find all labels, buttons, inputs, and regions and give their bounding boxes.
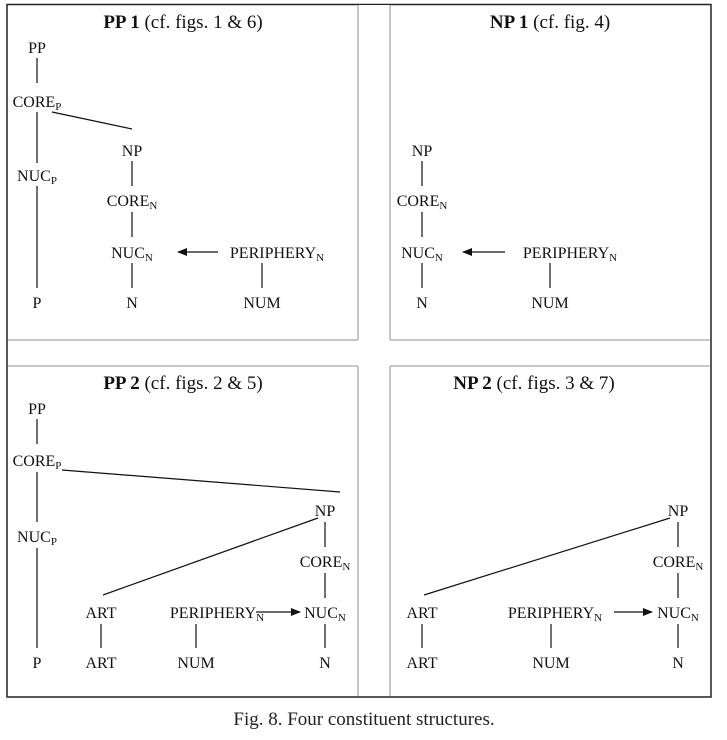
node-core-n: COREN	[397, 193, 448, 212]
node-core-p: COREP	[13, 94, 62, 113]
node-pp: PP	[28, 401, 46, 418]
panel-pp2: PP 2 (cf. figs. 2 & 5) PP COREP NUCP P N…	[13, 373, 351, 672]
node-art: ART	[85, 605, 116, 622]
leaf-n: N	[319, 655, 331, 672]
leaf-n: N	[126, 295, 138, 312]
node-core-n: COREN	[107, 193, 158, 212]
panel-np2: NP 2 (cf. figs. 3 & 7) NP COREN NUCN N A…	[406, 373, 703, 672]
leaf-p: P	[33, 655, 42, 672]
leaf-num: NUM	[177, 655, 214, 672]
panel-title: NP 1 (cf. fig. 4)	[490, 12, 610, 33]
leaf-art: ART	[406, 655, 437, 672]
leaf-p: P	[33, 295, 42, 312]
node-pp: PP	[28, 40, 46, 57]
leaf-num: NUM	[531, 295, 568, 312]
leaf-n: N	[672, 655, 684, 672]
node-periphery-n: PERIPHERYN	[508, 605, 602, 624]
leaf-num: NUM	[532, 655, 569, 672]
node-nuc-n: NUCN	[111, 245, 153, 264]
panel-title: NP 2 (cf. figs. 3 & 7)	[453, 373, 614, 394]
figure-caption: Fig. 8. Four constituent structures.	[233, 709, 494, 730]
node-core-n: COREN	[300, 554, 351, 573]
leaf-n: N	[416, 295, 428, 312]
panel-pp1: PP 1 (cf. figs. 1 & 6) PP COREP NUCP P N…	[13, 12, 325, 312]
node-periphery-n: PERIPHERYN	[523, 245, 617, 264]
leaf-num: NUM	[243, 295, 280, 312]
panel-title: PP 2 (cf. figs. 2 & 5)	[103, 373, 262, 394]
node-np: NP	[122, 143, 143, 160]
node-core-n: COREN	[653, 554, 704, 573]
panel-np1: NP 1 (cf. fig. 4) NP COREN NUCN N PERIPH…	[397, 12, 617, 312]
gutter-horizontal	[8, 340, 710, 366]
node-periphery-n: PERIPHERYN	[170, 605, 264, 624]
node-nuc-n: NUCN	[657, 605, 699, 624]
node-art: ART	[406, 605, 437, 622]
node-core-p: COREP	[13, 453, 62, 472]
node-np: NP	[668, 503, 689, 520]
node-np: NP	[412, 143, 433, 160]
node-nuc-n: NUCN	[401, 245, 443, 264]
node-nuc-n: NUCN	[304, 605, 346, 624]
leaf-art: ART	[85, 655, 116, 672]
panel-title: PP 1 (cf. figs. 1 & 6)	[103, 12, 262, 33]
node-nuc-p: NUCP	[17, 529, 57, 548]
node-np: NP	[315, 503, 336, 520]
node-periphery-n: PERIPHERYN	[230, 245, 324, 264]
outer-frame	[6, 3, 712, 698]
node-nuc-p: NUCP	[17, 168, 57, 187]
